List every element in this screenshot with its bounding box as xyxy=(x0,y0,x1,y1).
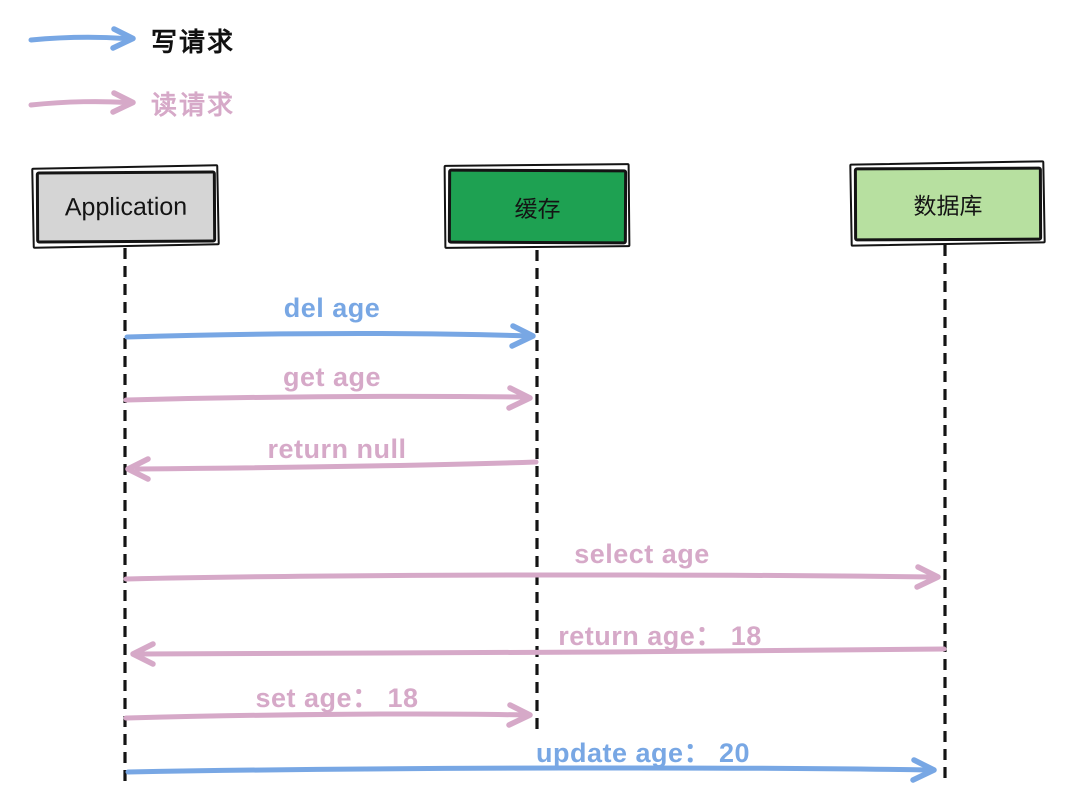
legend-write-arrow-icon xyxy=(28,26,136,51)
legend-read-label: 读请求 xyxy=(151,90,236,120)
legend-write-label: 写请求 xyxy=(151,27,236,57)
actor-database-box: 数据库 xyxy=(853,166,1043,242)
message-label-update-age: update age： 20 xyxy=(535,738,751,768)
actor-application-box: Application xyxy=(35,170,217,244)
actor-cache-box: 缓存 xyxy=(447,168,628,245)
message-label-del-age: del age xyxy=(283,293,381,323)
arrow-select-age xyxy=(123,564,941,590)
message-label-get-age: get age xyxy=(282,362,382,392)
message-label-select-age: select age xyxy=(574,539,710,569)
message-label-return-age: return age： 18 xyxy=(558,621,762,651)
actor-application-label: Application xyxy=(64,192,188,221)
arrow-return-age xyxy=(130,641,947,667)
arrow-del-age xyxy=(124,323,536,349)
actor-database-label: 数据库 xyxy=(913,192,983,220)
legend-read-arrow-icon xyxy=(28,90,136,115)
actor-cache-label: 缓存 xyxy=(514,195,561,222)
message-label-set-age: set age： 18 xyxy=(255,683,419,713)
arrow-update-age xyxy=(125,757,937,783)
message-label-return-null: return null xyxy=(267,434,407,464)
